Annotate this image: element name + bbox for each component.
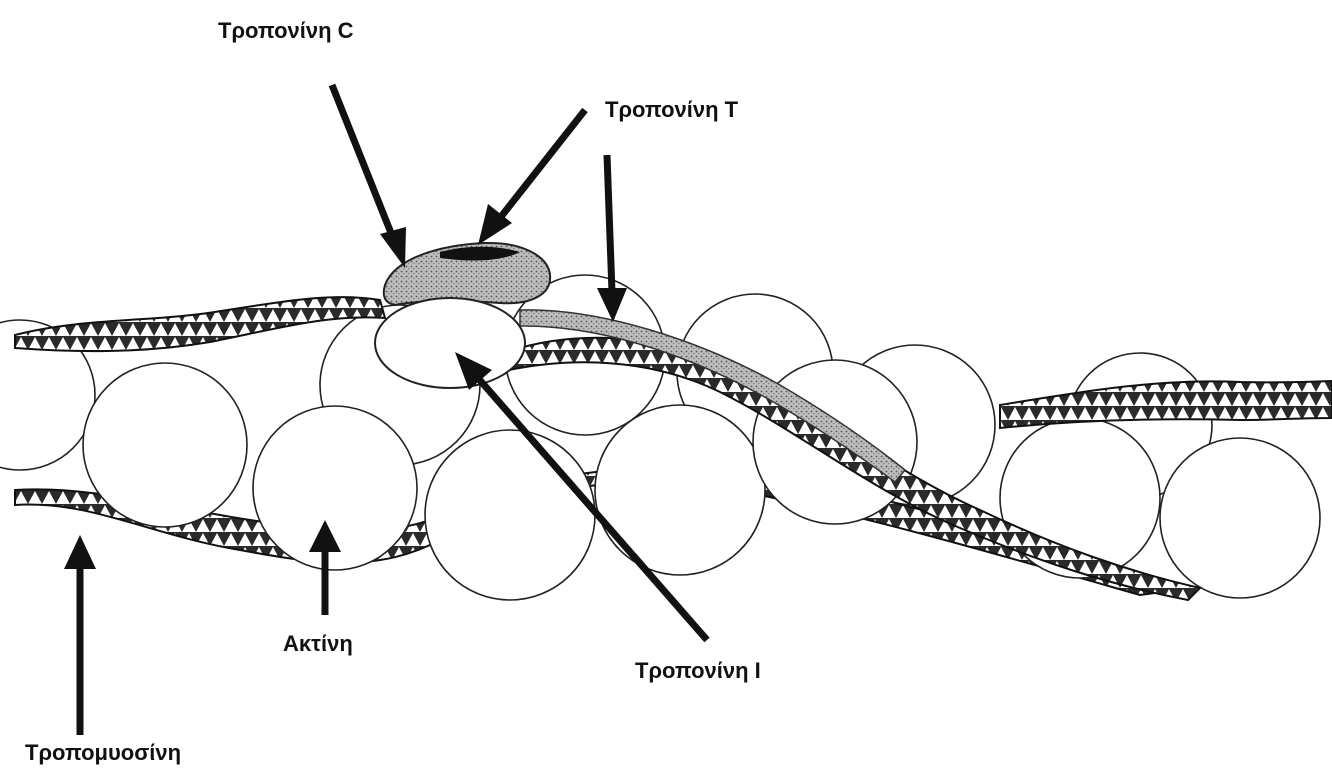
arrow-troponin-c [332, 85, 406, 268]
arrow-troponin-t-strand [597, 155, 627, 322]
arrow-tropomyosin [64, 535, 96, 735]
troponin-i-body [375, 298, 525, 388]
tropomyosin-strand-upper [15, 297, 385, 351]
label-troponin-c: Τροπονίνη C [218, 18, 354, 43]
label-tropomyosin: Τροπομυοσίνη [25, 740, 181, 765]
label-actin: Ακτίνη [283, 631, 353, 656]
arrow-troponin-t-cap [478, 110, 585, 245]
label-troponin-i: Τροπονίνη I [635, 658, 761, 683]
label-troponin-t: Τροπονίνη T [605, 97, 739, 122]
